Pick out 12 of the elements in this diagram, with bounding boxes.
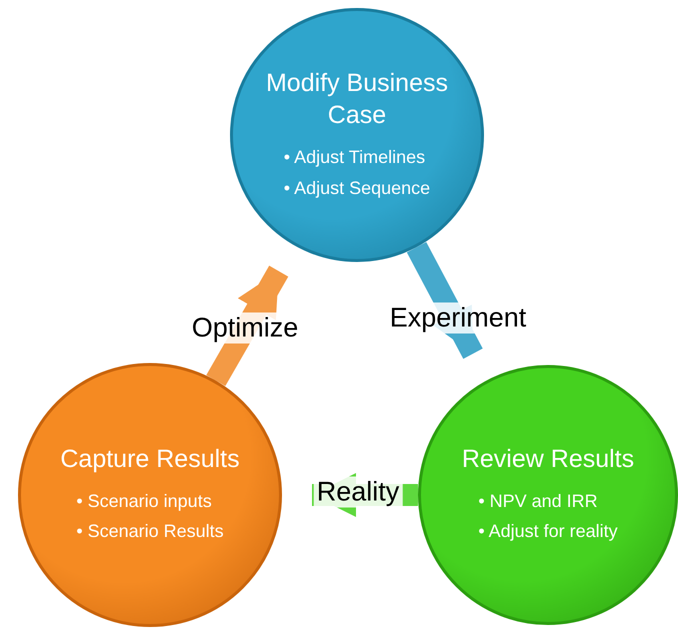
bullet-item: • Adjust for reality [478, 520, 618, 544]
node-title: Review Results [460, 444, 636, 476]
bullet-item: • Scenario Results [76, 520, 224, 544]
node-title: Capture Results [59, 444, 241, 476]
node-title: Modify Business Case [264, 68, 449, 132]
bullet-item: • Adjust Timelines [284, 146, 426, 169]
bullet-item: • Scenario inputs [76, 490, 213, 513]
block-arrow [206, 266, 288, 386]
bullet-item: • NPV and IRR [478, 490, 599, 513]
bullet-item: • Adjust Sequence [284, 176, 430, 200]
block-arrow [406, 242, 483, 359]
edge-label: Reality [314, 476, 402, 508]
